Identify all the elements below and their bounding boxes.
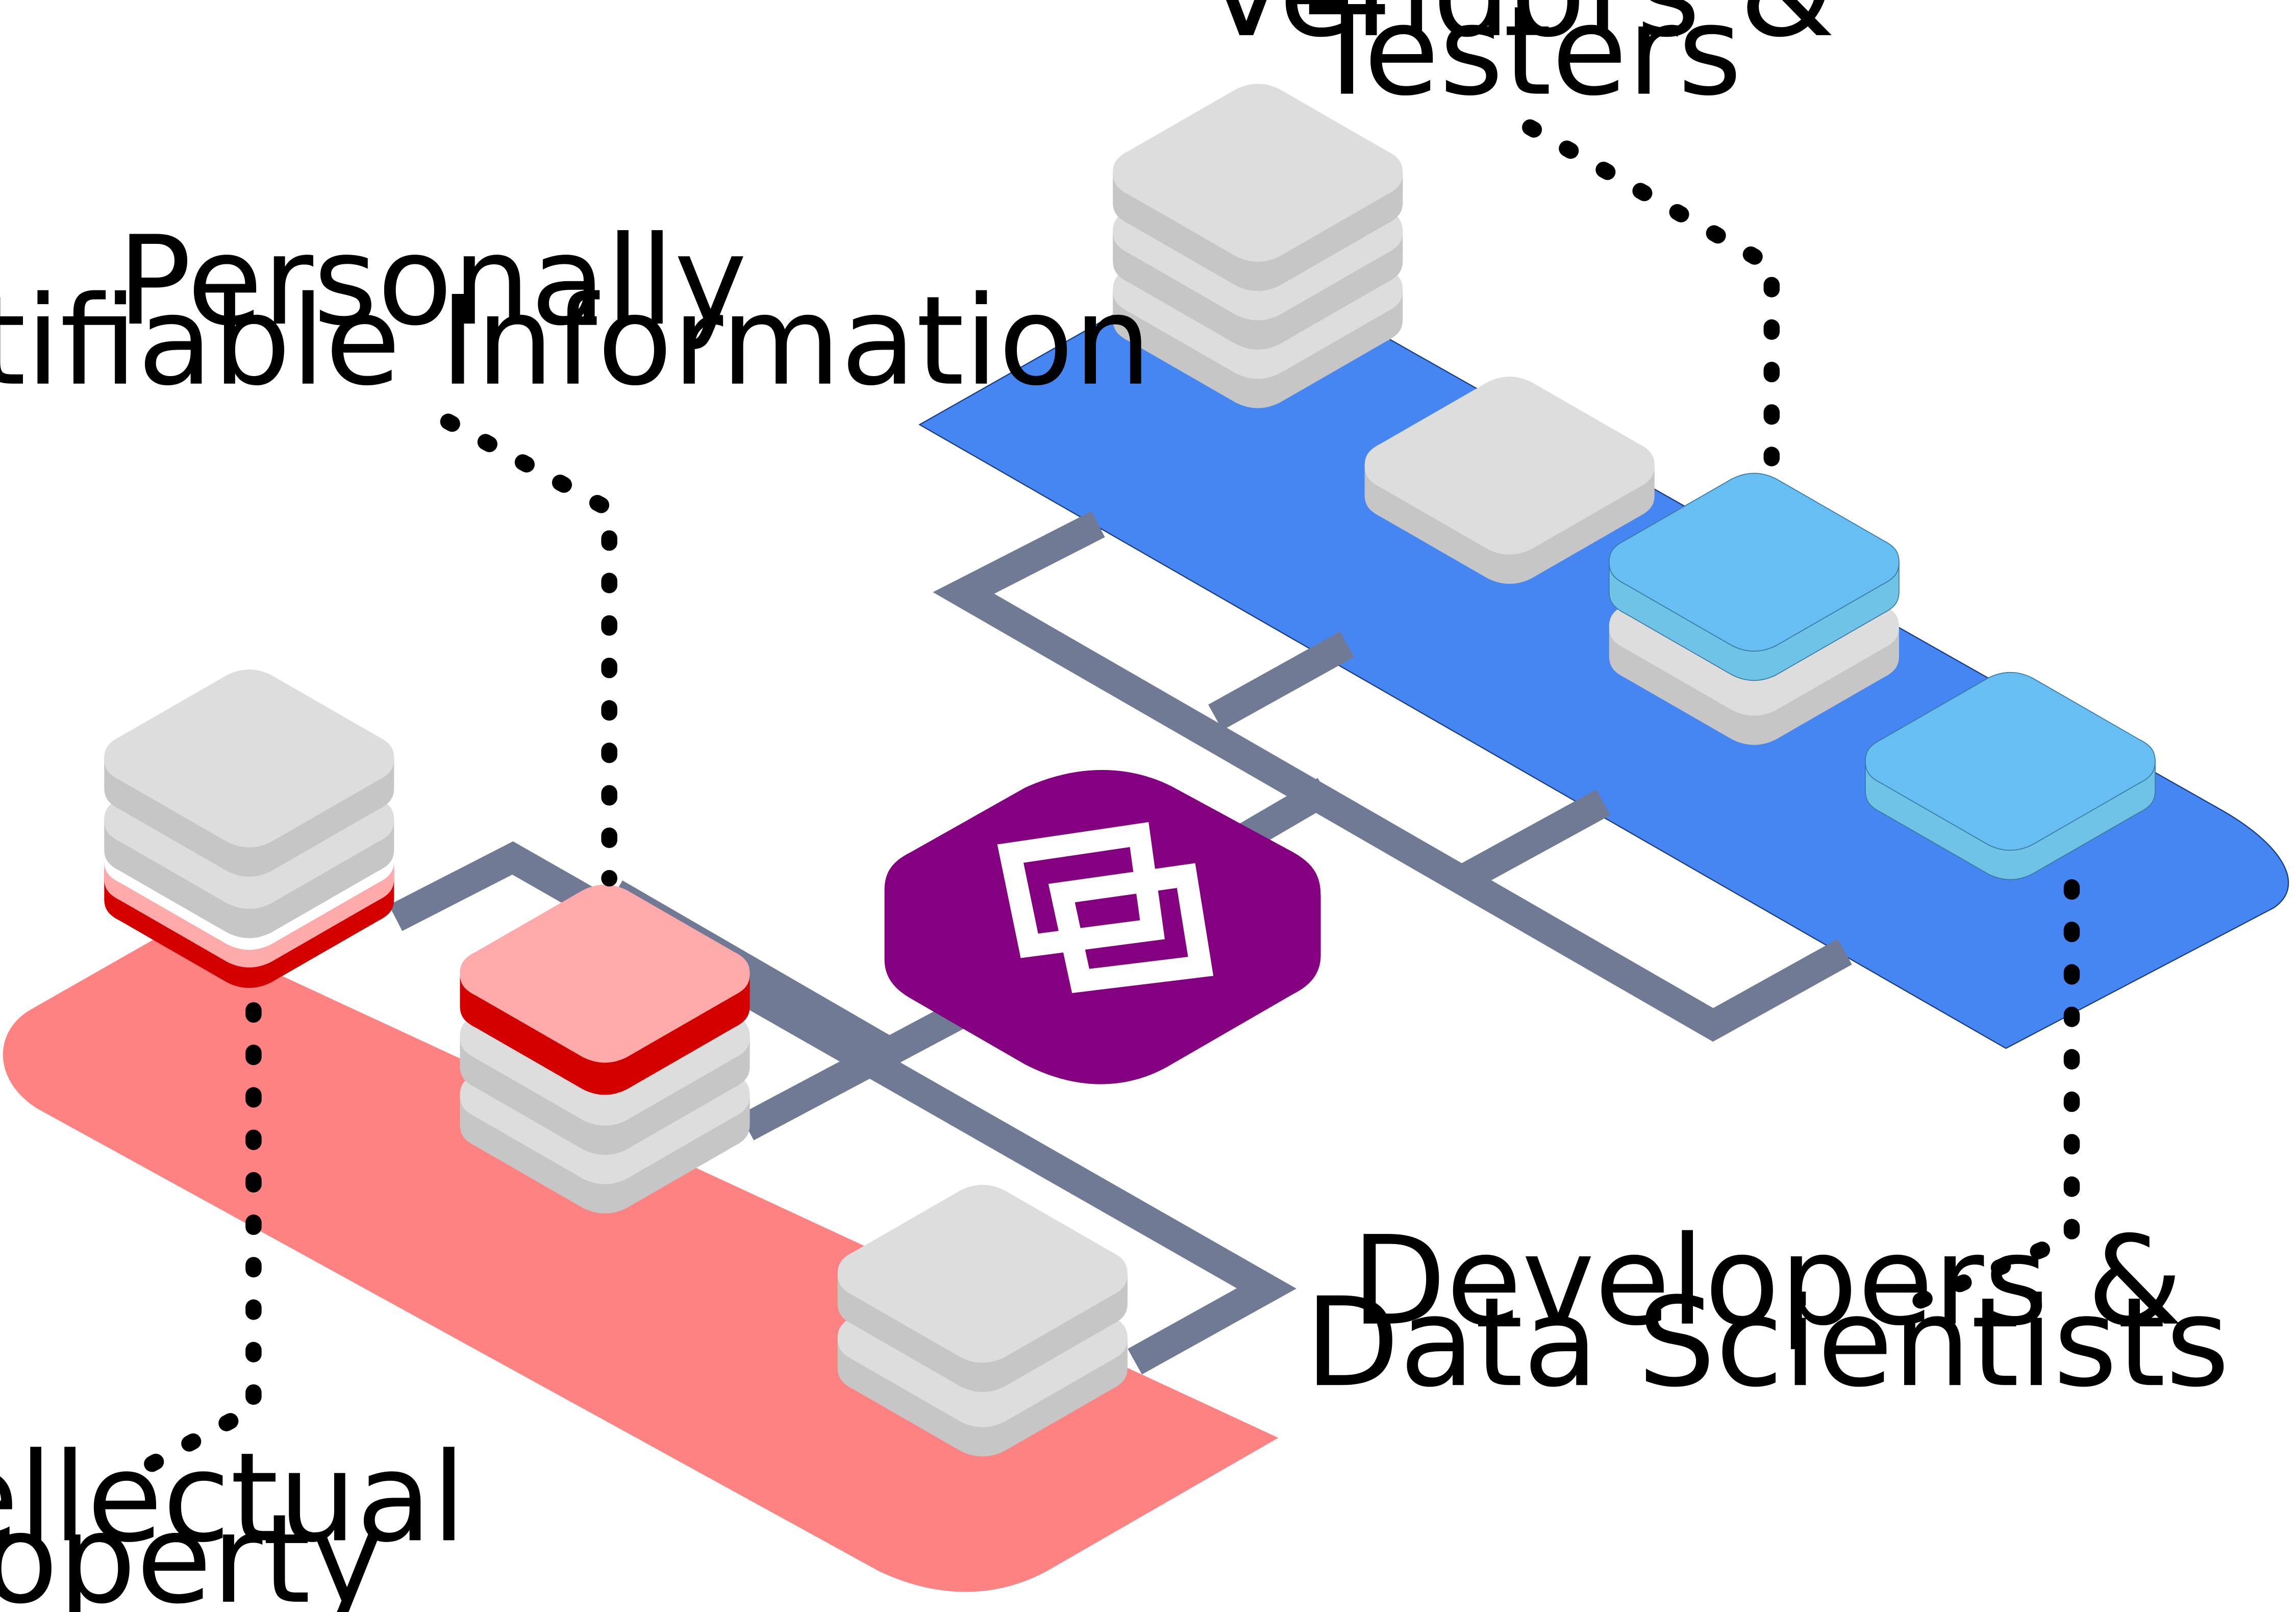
pii-leader bbox=[440, 413, 617, 887]
label-vendors-line2: Testers bbox=[1309, 0, 1742, 123]
hub-node[interactable] bbox=[884, 770, 1321, 1084]
label-vendors: Vendors & Testers bbox=[1204, 0, 1835, 123]
ip-leader bbox=[116, 1002, 262, 1487]
label-ip: Intellectual Property bbox=[0, 1426, 466, 1612]
ip-database-stack[interactable] bbox=[104, 669, 394, 988]
devs-leader bbox=[1910, 879, 2080, 1310]
label-devs-line2: Data Scientists bbox=[1305, 1271, 2230, 1414]
label-pii-line1: Personally bbox=[117, 209, 747, 353]
leader-lines bbox=[116, 119, 2080, 1487]
vendors-leader bbox=[1522, 119, 1780, 466]
label-ip-line2: Property bbox=[0, 1487, 383, 1612]
label-pii: Personally Identifiable Information bbox=[0, 209, 1152, 413]
label-ip-line1: Intellectual bbox=[0, 1426, 466, 1569]
label-vendors-line1: Vendors & bbox=[1204, 0, 1835, 64]
label-developers: Developers & Data Scientists bbox=[1305, 1209, 2230, 1415]
interlocking-squares-icon bbox=[997, 822, 1214, 994]
label-devs-line1: Developers & bbox=[1352, 1209, 2183, 1353]
label-pii-line2: Identifiable Information bbox=[0, 269, 1152, 413]
